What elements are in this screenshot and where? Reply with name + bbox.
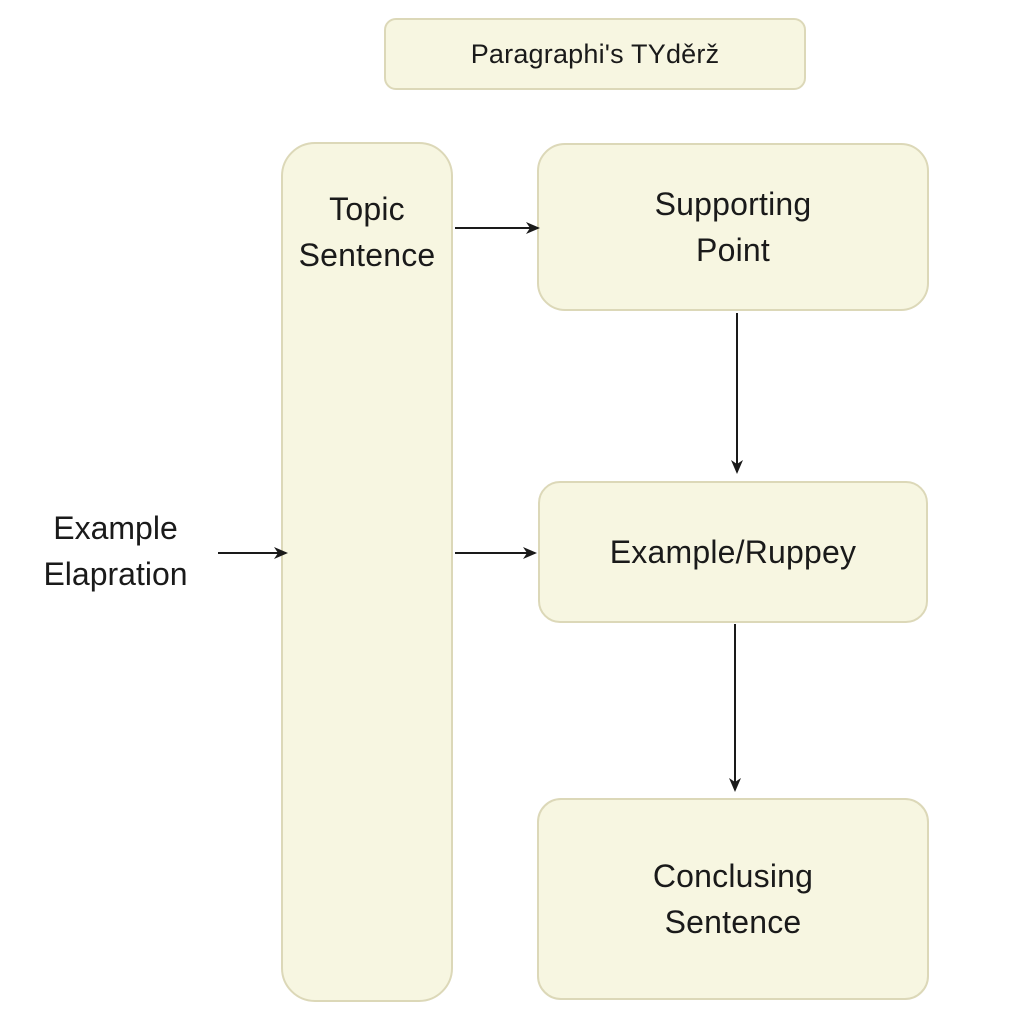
example-elaboration-line-2: Elapration (43, 556, 188, 592)
topic-sentence-box: Topic Sentence (281, 142, 453, 1002)
concluding-sentence-label: Conclusing Sentence (653, 853, 813, 945)
example-box: Example/Ruppey (538, 481, 928, 623)
diagram-title: Paragraphi's TYděrž (470, 39, 720, 69)
topic-sentence-label: Topic Sentence (299, 186, 436, 278)
concluding-sentence-box: Conclusing Sentence (537, 798, 929, 1000)
supporting-point-label: Supporting Point (655, 181, 812, 273)
concluding-sentence-line-1: Conclusing (652, 858, 814, 894)
example-box-label: Example/Ruppey (609, 534, 857, 570)
diagram-title-box: Paragraphi's TYděrž (384, 18, 806, 90)
topic-sentence-line-2: Sentence (298, 237, 436, 273)
example-elaboration-line-1: Example (53, 510, 178, 546)
supporting-point-line-2: Point (696, 232, 770, 268)
concluding-sentence-line-2: Sentence (664, 904, 802, 940)
example-elaboration-label: Example Elapration (18, 505, 213, 597)
supporting-point-line-1: Supporting (654, 186, 812, 222)
topic-sentence-line-1: Topic (329, 191, 405, 227)
